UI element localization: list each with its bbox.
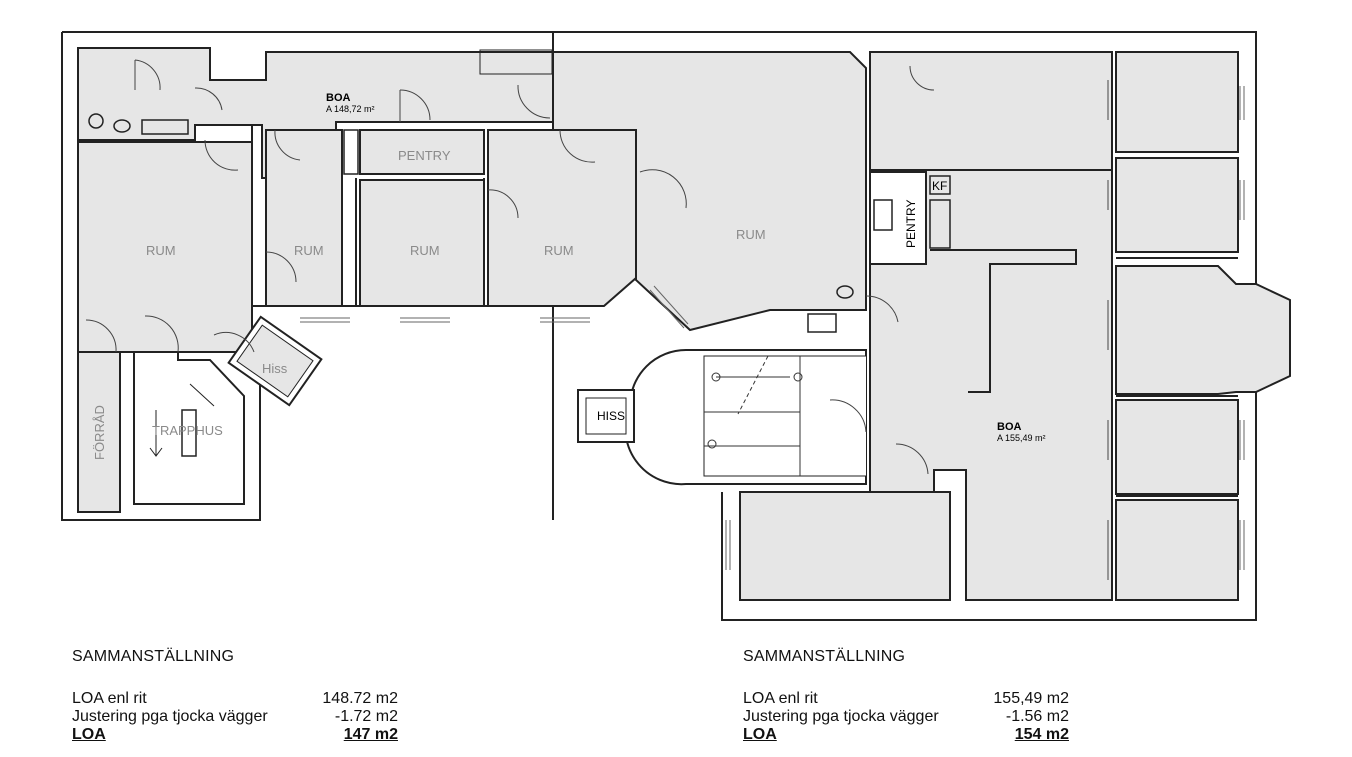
right-boa-title: BOA	[997, 421, 1022, 433]
trapphus-floor	[133, 351, 245, 505]
summary-left-value: -1.72 m2	[334, 708, 398, 725]
room-1-floor	[77, 141, 253, 353]
kf-label: KF	[932, 179, 947, 193]
summary-right-value: -1.56 m2	[1005, 708, 1069, 725]
summary-right-total-row: LOA 154 m2	[743, 726, 1069, 744]
right-room-2	[1115, 157, 1239, 253]
left-boa-title: BOA	[326, 92, 351, 104]
summary-right-total-value: 154 m2	[1014, 726, 1069, 743]
right-room-4	[1115, 399, 1239, 495]
floor-plan: BOA A 148,72 m² RUM RUM RUM RUM RUM PENT…	[61, 31, 1291, 621]
room-2-floor	[265, 129, 343, 307]
summary-left-row: Justering pga tjocka vägger -1.72 m2	[72, 708, 398, 726]
summary-left-total-label: LOA	[72, 726, 106, 743]
summary-left-table: LOA enl rit 148.72 m2 Justering pga tjoc…	[72, 690, 398, 744]
summary-right-title: SAMMANSTÄLLNING	[743, 648, 906, 665]
forrad-label: FÖRRÅD	[92, 405, 107, 460]
summary-right-total-label: LOA	[743, 726, 777, 743]
room-4-floor	[487, 129, 637, 307]
summary-left-total-row: LOA 147 m2	[72, 726, 398, 744]
summary-left-total-value: 147 m2	[343, 726, 398, 743]
summary-right-label: LOA enl rit	[743, 690, 818, 707]
left-pentry-label: PENTRY	[398, 148, 451, 163]
summary-left: SAMMANSTÄLLNING LOA enl rit 148.72 m2 Ju…	[72, 648, 398, 744]
right-outer-wall	[553, 31, 1257, 621]
forrad-floor	[77, 351, 121, 513]
summary-right-label: Justering pga tjocka vägger	[743, 708, 939, 725]
summary-left-title: SAMMANSTÄLLNING	[72, 648, 235, 665]
left-hallway-floor	[77, 47, 554, 179]
trapphus-label: TRAPPHUS	[152, 423, 223, 438]
left-room-4-label: RUM	[544, 243, 574, 258]
summary-left-value: 148.72 m2	[322, 690, 398, 707]
summary-left-label: LOA enl rit	[72, 690, 147, 707]
left-room-5-label: RUM	[736, 227, 766, 242]
summary-right-row: LOA enl rit 155,49 m2	[743, 690, 1069, 708]
right-room-5	[1115, 499, 1239, 601]
left-room-1-label: RUM	[146, 243, 176, 258]
summary-left-label: Justering pga tjocka vägger	[72, 708, 268, 725]
summary-left-row: LOA enl rit 148.72 m2	[72, 690, 398, 708]
summary-right-value: 155,49 m2	[993, 690, 1069, 707]
right-room-1	[1115, 51, 1239, 153]
left-elevator	[227, 315, 323, 407]
left-room-3-label: RUM	[410, 243, 440, 258]
right-lower-room	[739, 491, 951, 601]
right-hiss-label: HISS	[597, 409, 625, 423]
summary-right-table: LOA enl rit 155,49 m2 Justering pga tjoc…	[743, 690, 1069, 744]
left-room-2-label: RUM	[294, 243, 324, 258]
right-pentry-label: PENTRY	[904, 200, 918, 248]
right-pentry-floor	[869, 171, 927, 265]
left-hiss-label: Hiss	[262, 361, 288, 376]
summary-right: SAMMANSTÄLLNING LOA enl rit 155,49 m2 Ju…	[743, 648, 1069, 744]
left-boa-area: A 148,72 m²	[326, 104, 375, 114]
right-boa-area: A 155,49 m²	[997, 433, 1046, 443]
summary-right-row: Justering pga tjocka vägger -1.56 m2	[743, 708, 1069, 726]
pentry-floor	[359, 129, 485, 175]
room-5-floor	[552, 51, 867, 332]
right-bay-room	[1115, 265, 1291, 395]
